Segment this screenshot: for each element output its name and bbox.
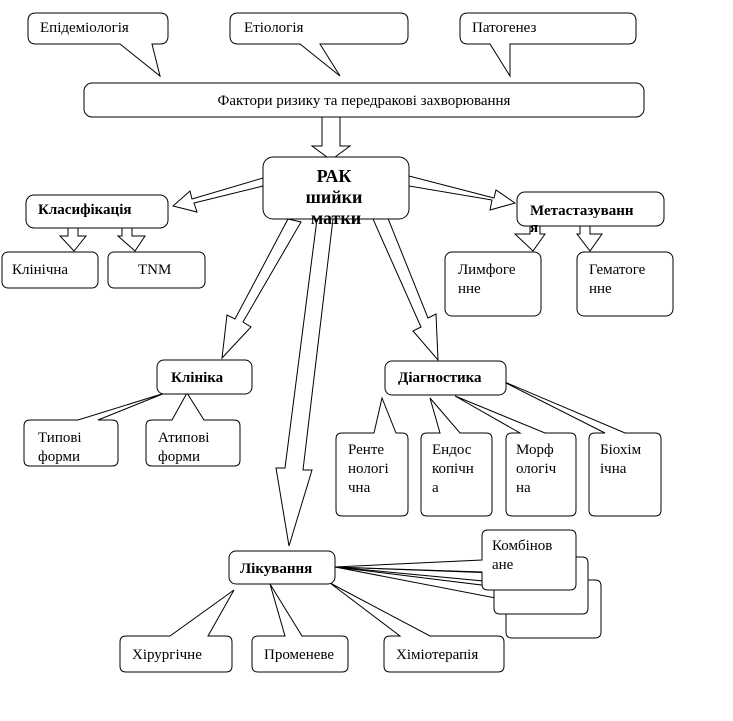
- arrow-center-to-classification: [171, 177, 264, 213]
- treatment-label: Лікування: [240, 561, 312, 577]
- epidemiology-label: Епідеміологія: [40, 20, 129, 36]
- radiation-callout: Променеве: [251, 583, 349, 673]
- arrow-metastasis-to-hematogenic: [575, 225, 603, 252]
- tnm-box: TNM: [107, 251, 206, 289]
- risk-factors-label: Фактори ризику та передракові захворюван…: [218, 93, 511, 109]
- endoscopic-line-2: копічн: [432, 461, 474, 477]
- chemotherapy-callout: Хіміотерапія: [329, 582, 505, 673]
- risk-factors-box: Фактори ризику та передракові захворюван…: [83, 82, 645, 118]
- lymphogenic-line-1: Лимфоге: [458, 262, 516, 278]
- arrow-center-to-clinic: [221, 218, 302, 360]
- atypical-forms-line-2: форми: [158, 449, 200, 465]
- xray-line-1: Ренте: [348, 442, 384, 458]
- lymphogenic-box: Лимфоге нне: [444, 251, 542, 317]
- metastasis-label: Метастазуванн: [530, 203, 634, 219]
- callout-epidemiology: Епідеміологія: [27, 12, 169, 78]
- xray-callout: Ренте нологі чна: [335, 396, 409, 517]
- typical-forms-line-1: Типові: [38, 430, 82, 446]
- metastasis-label-overflow: я: [530, 220, 538, 236]
- tnm-label: TNM: [138, 262, 171, 278]
- center-line-3: матки: [311, 208, 361, 228]
- arrow-center-to-metastasis: [408, 175, 517, 211]
- typical-forms-line-2: форми: [38, 449, 80, 465]
- combined-line-2: ане: [492, 557, 514, 573]
- atypical-forms-callout: Атипові форми: [145, 392, 241, 467]
- diagnostics-label: Діагностика: [398, 370, 482, 386]
- classification-label: Класифікація: [38, 202, 131, 218]
- center-box: РАК шийки матки: [262, 156, 410, 228]
- hematogenic-line-1: Гематоге: [589, 262, 646, 278]
- atypical-forms-line-1: Атипові: [158, 430, 209, 446]
- clinical-label: Клінічна: [12, 262, 68, 278]
- biochemical-callout: Біохім ічна: [499, 379, 662, 517]
- arrow-classification-to-clinical: [58, 227, 88, 252]
- callout-pathogenesis: Патогенез: [459, 12, 637, 78]
- xray-line-2: нологі: [348, 461, 389, 477]
- radiation-label: Променеве: [264, 647, 334, 663]
- arrow-center-to-treatment: [275, 218, 334, 547]
- clinical-box: Клінічна: [1, 251, 99, 289]
- hematogenic-box: Гематоге нне: [576, 251, 674, 317]
- lymphogenic-line-2: нне: [458, 281, 481, 297]
- combined-line-1: Комбінов: [492, 538, 552, 554]
- arrow-center-to-diagnostics: [372, 215, 439, 362]
- metastasis-box: Метастазуванн я: [516, 191, 665, 236]
- chemotherapy-label: Хіміотерапія: [396, 647, 478, 663]
- diagnostics-box: Діагностика: [384, 360, 507, 396]
- biochemical-line-2: ічна: [600, 461, 627, 477]
- classification-box: Класифікація: [25, 194, 169, 229]
- pathogenesis-label: Патогенез: [472, 20, 536, 36]
- endoscopic-line-1: Ендос: [432, 442, 472, 458]
- etiology-label: Етіологія: [244, 20, 303, 36]
- morphologic-line-1: Морф: [516, 442, 554, 458]
- treatment-box: Лікування: [228, 550, 336, 585]
- callout-etiology: Етіологія: [229, 12, 409, 77]
- clinic-box: Клініка: [156, 359, 253, 395]
- morphologic-callout: Морф ологіч на: [454, 395, 577, 517]
- morphologic-line-2: ологіч: [516, 461, 557, 477]
- clinic-label: Клініка: [171, 370, 224, 386]
- surgical-label: Хірургічне: [132, 647, 202, 663]
- arrow-classification-to-tnm: [116, 227, 146, 252]
- surgical-callout: Хірургічне: [119, 589, 235, 673]
- typical-forms-callout: Типові форми: [23, 392, 166, 467]
- center-line-2: шийки: [306, 187, 363, 207]
- endoscopic-line-3: а: [432, 480, 439, 496]
- endoscopic-callout: Ендос копічн а: [420, 397, 493, 517]
- arrow-metastasis-to-lymphogenic: [513, 225, 546, 252]
- biochemical-line-1: Біохім: [600, 442, 642, 458]
- morphologic-line-3: на: [516, 480, 531, 496]
- arrow-risk-to-center: [310, 116, 352, 161]
- hematogenic-line-2: нне: [589, 281, 612, 297]
- xray-line-3: чна: [348, 480, 371, 496]
- center-line-1: РАК: [317, 166, 352, 186]
- combined-callout-stack: Комбінов ане: [334, 529, 602, 639]
